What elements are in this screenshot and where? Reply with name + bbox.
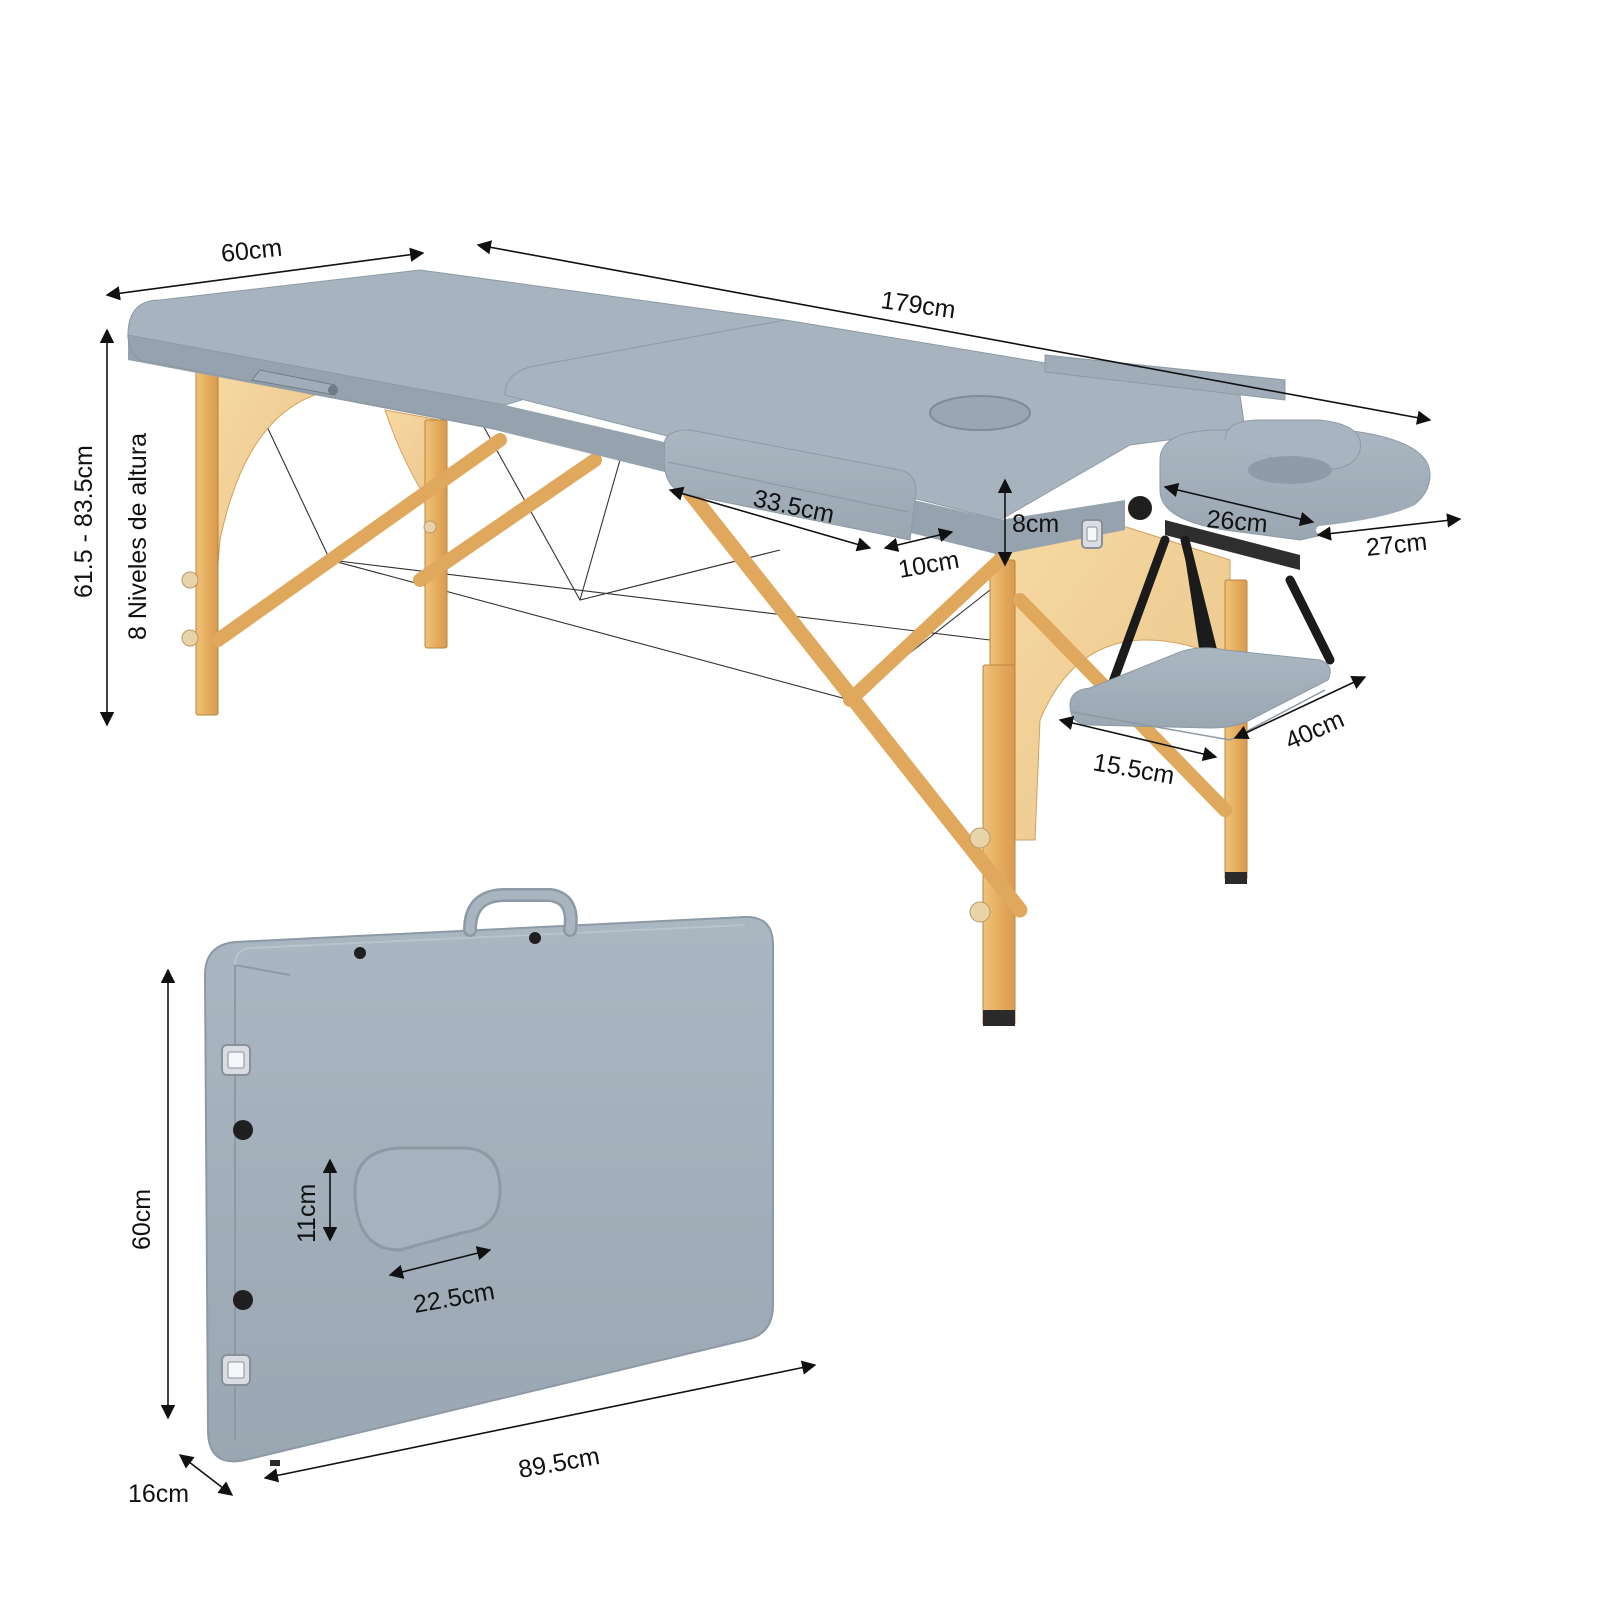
face-hole-height-label: 11cm	[293, 1184, 321, 1243]
table-handle-icon	[251, 369, 338, 396]
folded-case	[203, 888, 774, 1466]
height-levels-label: 8 Niveles de altura	[124, 433, 152, 640]
thickness-label: 8cm	[1012, 510, 1059, 538]
dimension-arrows	[99, 240, 1462, 1496]
table-length-label: 179cm	[879, 286, 957, 324]
left-leg-assembly	[181, 369, 602, 716]
face-cradle-inner-label: 26cm	[1205, 505, 1268, 538]
folded-height-label: 60cm	[128, 1189, 156, 1250]
folded-length-label: 89.5cm	[516, 1442, 602, 1484]
face-cradle-outer-label: 27cm	[1365, 528, 1429, 562]
arm-shelf-length-label: 40cm	[1281, 705, 1348, 755]
folded-depth-label: 16cm	[128, 1480, 189, 1508]
armrest-width-label: 10cm	[896, 546, 961, 584]
table-width-label: 60cm	[220, 234, 284, 268]
table-height-label: 61.5 - 83.5cm	[70, 445, 98, 598]
clasp-icon	[1081, 519, 1103, 549]
case-handle-icon	[463, 888, 578, 937]
